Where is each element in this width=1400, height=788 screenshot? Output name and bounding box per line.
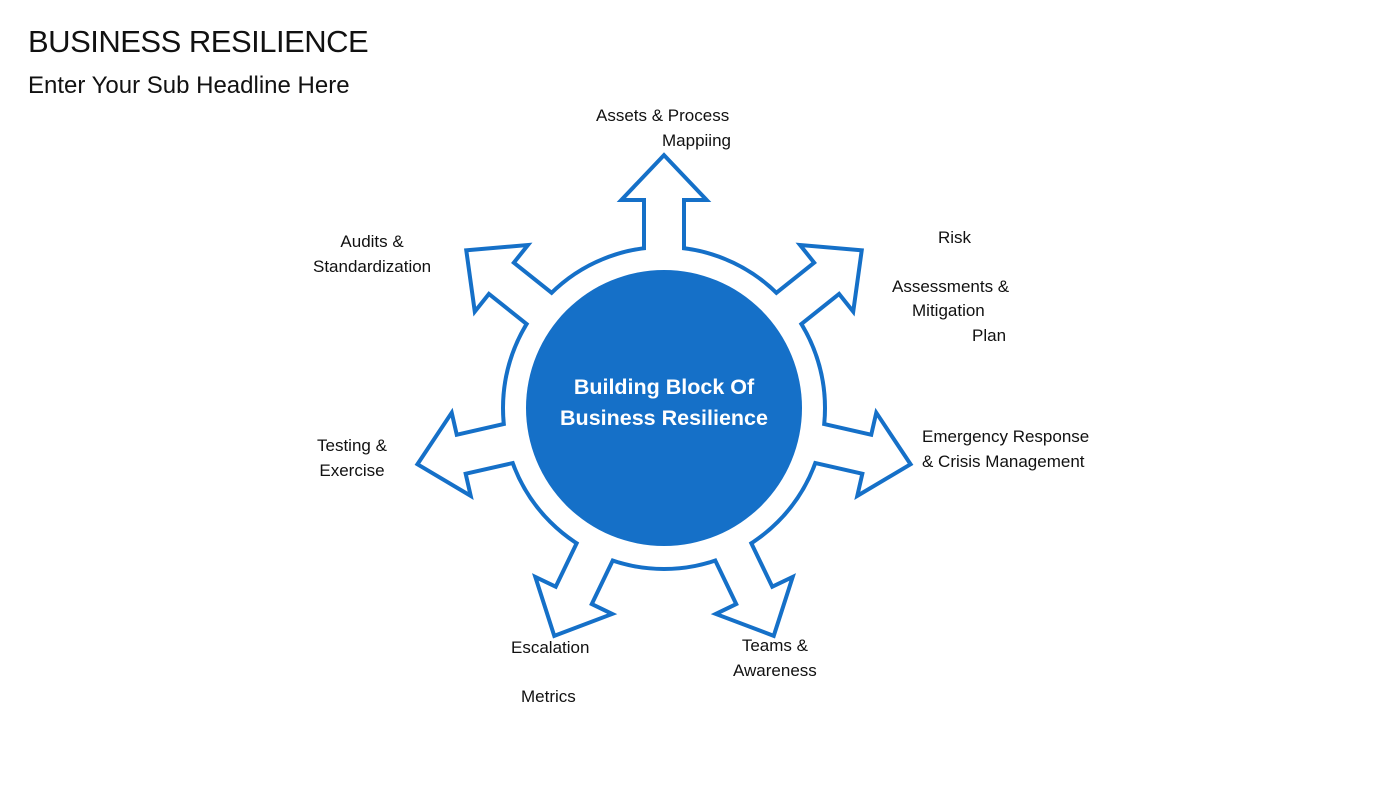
arrow-icon [538, 508, 629, 634]
label-line: Assets & Process [596, 106, 730, 125]
label-line: Testing & [317, 436, 387, 455]
center-label: Building Block Of Business Resilience [514, 372, 814, 434]
label-audits-standardization: Audits & Standardization [313, 230, 431, 279]
label-line: Plan [972, 325, 1007, 345]
label-line: Escalation [511, 638, 590, 657]
page-subtitle: Enter Your Sub Headline Here [28, 72, 350, 99]
label-line: Teams & [741, 636, 808, 655]
center-circle [526, 270, 802, 546]
arrow-icon [746, 247, 860, 348]
page-title: BUSINESS RESILIENCE [28, 24, 369, 59]
label-line: Mappiing [662, 130, 731, 150]
label-testing-exercise: Testing & Exercise [317, 434, 387, 483]
label-line: Mitigation [912, 301, 985, 320]
arrow-icon [699, 508, 790, 634]
label-line: Emergency Response [922, 427, 1090, 446]
label-teams-awareness: Teams & Awareness [733, 634, 817, 683]
arrow-icon [420, 417, 552, 492]
label-emergency-response: Emergency Response & Crisis Management [922, 425, 1089, 474]
arrow-icon [626, 158, 702, 288]
label-line: & Crisis Management [922, 451, 1085, 471]
label-line: Audits & [340, 232, 404, 251]
center-label-line1: Building Block Of [573, 375, 755, 399]
arrow-icon [776, 417, 908, 492]
label-line: Risk [938, 228, 972, 247]
center-label-line2: Business Resilience [560, 406, 768, 430]
label-line: Metrics [521, 686, 576, 706]
label-line: Assessments & [892, 276, 1010, 296]
label-line: Exercise [319, 460, 385, 480]
label-line: Standardization [313, 256, 432, 276]
arrow-icon [468, 247, 582, 348]
label-line: Awareness [733, 660, 817, 680]
